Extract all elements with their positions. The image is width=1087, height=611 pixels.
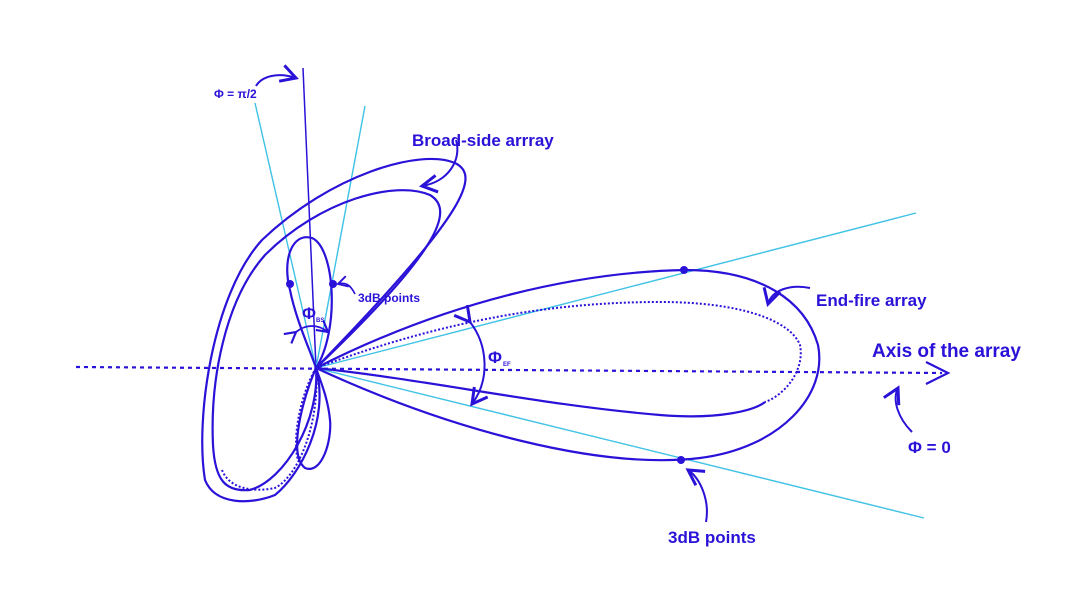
- phi-bs-symbol: Φ: [302, 304, 316, 323]
- phi-zero-label: Φ = 0: [908, 438, 951, 457]
- broadside-label: Broad-side arrray: [412, 131, 554, 150]
- narrow-lower-dotted: [295, 367, 317, 461]
- narrow-lower-lobe: [296, 364, 332, 470]
- endfire-beam-edge-lower: [315, 367, 925, 519]
- small-3db-label: 3dB points: [358, 291, 420, 305]
- broadside-outer-lobe: [201, 157, 467, 503]
- narrow-upper-lobe: [286, 236, 333, 371]
- phi-ef-arc: [453, 304, 489, 407]
- endfire-outer-lobe: [313, 268, 821, 462]
- array-axis-line: [75, 365, 943, 375]
- endfire-label: End-fire array: [816, 291, 927, 310]
- broadside-3db-point-left: [286, 280, 294, 288]
- phi-bs-subscript: BS: [316, 318, 324, 324]
- large-3db-label: 3dB points: [668, 528, 756, 547]
- broadside-inner-lobe: [211, 189, 442, 492]
- broadside-dotted-pattern: [221, 367, 318, 491]
- large-3db-pointer: [685, 468, 708, 523]
- phi-ef-subscript: EF: [503, 362, 511, 368]
- endfire-3db-point-upper: [680, 266, 688, 274]
- endfire-pointer: [762, 285, 811, 307]
- phi-half-pi-line: [302, 67, 317, 369]
- broadside-3db-point-right: [329, 280, 337, 288]
- phi-bs-arc: [283, 320, 330, 344]
- small-3db-pointer: [336, 275, 356, 295]
- endfire-dotted-lobe: [315, 300, 802, 403]
- array-axis-arrowhead: [925, 361, 951, 385]
- phi-ef-symbol: Φ: [488, 348, 502, 367]
- endfire-3db-point-lower: [677, 456, 685, 464]
- phi-zero-pointer: [882, 385, 913, 433]
- phi-half-pi-pointer: [255, 64, 299, 87]
- broadside-pointer: [418, 139, 459, 194]
- endfire-beam-edge-upper: [315, 212, 917, 369]
- phi-half-pi-label: Φ = π/2: [214, 87, 257, 101]
- axis-label: Axis of the array: [872, 341, 1021, 362]
- endfire-inner-lobe: [315, 366, 766, 418]
